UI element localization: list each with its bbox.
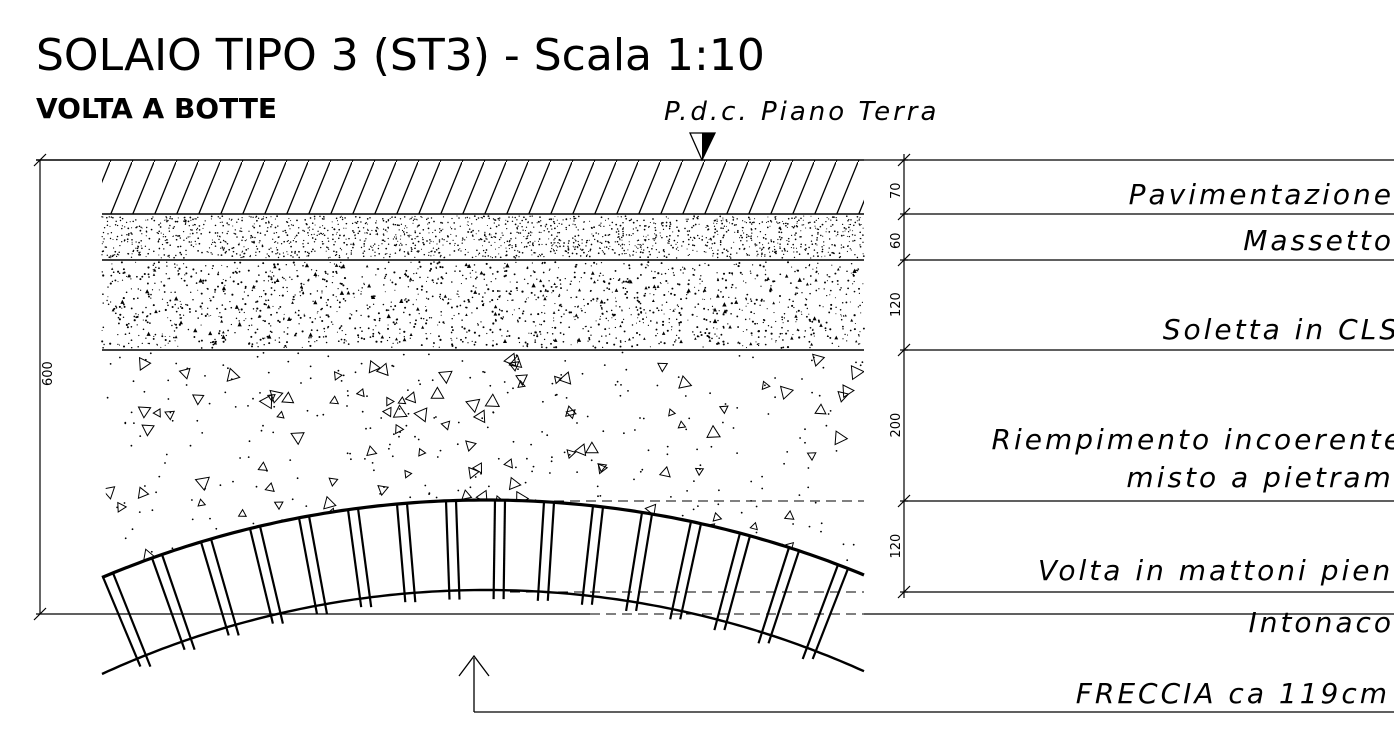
layer-massetto <box>101 215 865 259</box>
dashed-reference-lines <box>490 500 864 615</box>
dim-value-3: 200 <box>889 413 904 438</box>
total-dimension-value: 600 <box>41 361 56 386</box>
label-pavimentazione: Pavimentazione <box>1129 178 1394 211</box>
rise-arrow-icon <box>458 654 490 712</box>
dim-value-0: 70 <box>889 182 904 199</box>
drawing-title: SOLAIO TIPO 3 (ST3) - Scala 1:10 <box>36 30 765 81</box>
dim-value-1: 60 <box>889 232 904 249</box>
label-riempimento-line1: Riempimento incoerente <box>991 423 1394 456</box>
dim-value-4: 120 <box>889 534 904 559</box>
layer-pavimentazione <box>102 160 864 214</box>
label-riempimento-line2: misto a pietrame <box>1126 461 1394 494</box>
label-massetto: Massetto <box>1243 224 1394 257</box>
layer-dimension-chain: 70 60 120 200 120 <box>889 153 911 599</box>
level-marker-icon <box>688 132 717 162</box>
label-freccia: FRECCIA ca 119cm <box>1076 677 1390 710</box>
layer-boundaries <box>36 159 864 351</box>
label-intonaco: Intonaco <box>1248 606 1394 639</box>
label-leader-lines <box>474 159 1394 713</box>
layer-riempimento <box>102 351 864 575</box>
label-soletta: Soletta in CLS <box>1163 313 1394 346</box>
label-volta: Volta in mattoni pieni <box>1038 554 1394 587</box>
reference-level-label: P.d.c. Piano Terra <box>664 97 939 127</box>
brick-vault <box>101 498 865 676</box>
drawing-subtitle: VOLTA A BOTTE <box>36 92 277 125</box>
layer-soletta <box>101 261 865 349</box>
total-dimension-line <box>33 153 47 621</box>
dim-value-2: 120 <box>889 292 904 317</box>
